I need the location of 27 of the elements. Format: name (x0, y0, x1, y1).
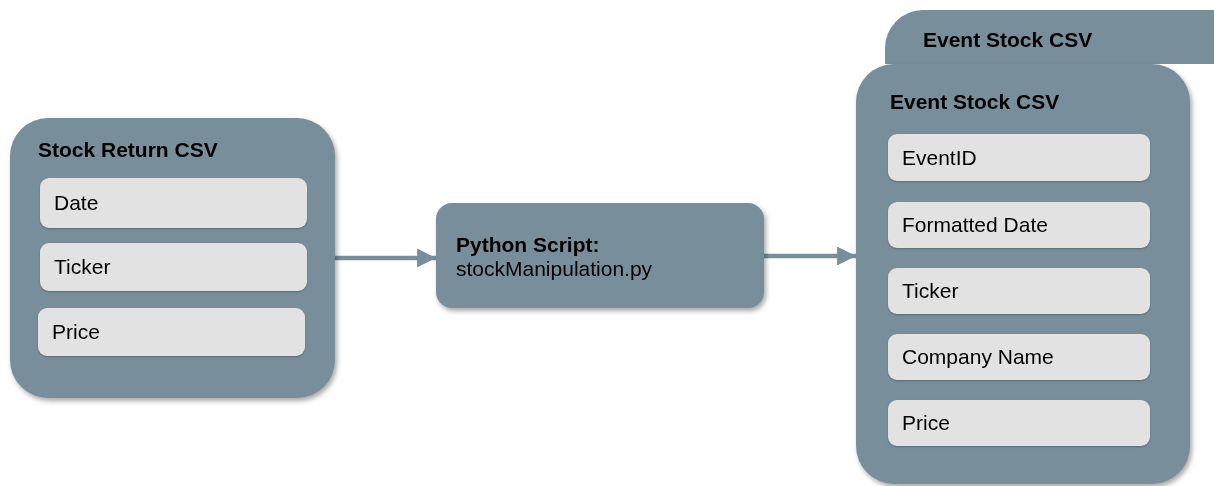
script-filename: stockManipulation.py (456, 257, 653, 281)
field-name: Price (902, 411, 950, 435)
field-box (888, 134, 1150, 181)
field-box (888, 202, 1150, 248)
csv-file-card (856, 64, 1190, 484)
process-title: Python Script: (456, 233, 600, 257)
field-box (40, 178, 307, 228)
field-name: Price (52, 320, 100, 344)
field-name: EventID (902, 145, 977, 170)
field-box (888, 334, 1150, 380)
field-box (38, 308, 305, 356)
card-title: Event Stock CSV (890, 90, 1060, 114)
field-name: Date (54, 191, 99, 215)
field-box (888, 268, 1150, 314)
arrow (764, 246, 856, 266)
card-title: Stock Return CSV (38, 138, 218, 162)
process-box (436, 203, 764, 308)
field-box (40, 243, 307, 291)
field-name: Formatted Date (902, 213, 1048, 237)
field-name: Company Name (902, 345, 1054, 369)
csv-file-card (10, 118, 335, 398)
card-title: Event Stock CSV (923, 28, 1093, 52)
field-name: Ticker (902, 279, 959, 303)
arrow (335, 248, 436, 268)
field-box (888, 400, 1150, 446)
csv-file-card (885, 10, 1214, 64)
field-name: Ticker (54, 255, 111, 279)
